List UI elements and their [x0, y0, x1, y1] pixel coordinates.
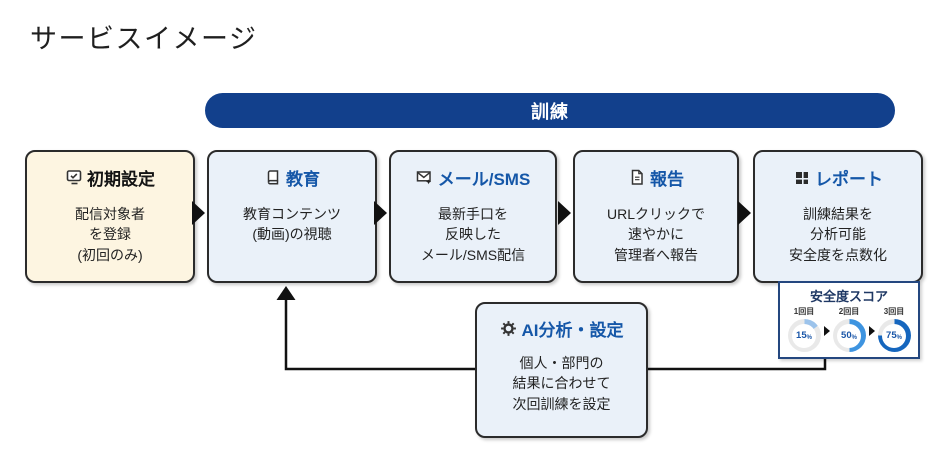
- safety-score-card: 安全度スコア 1回目 15% 2回目 50% 3回目 75%: [778, 281, 920, 359]
- flow-box-report: 報告 URLクリックで 速やかに 管理者へ報告: [573, 150, 739, 283]
- donut-chart-3: 75%: [877, 319, 911, 352]
- book-icon: [264, 169, 282, 187]
- flow-box-title: 教育: [286, 170, 320, 189]
- ai-analysis-settings-box: AI分析・設定 個人・部門の 結果に合わせて 次回訓練を設定: [475, 302, 648, 438]
- flow-box-title: 報告: [650, 170, 684, 189]
- donut-label: 3回目: [883, 307, 905, 316]
- flow-box-body: 訓練結果を 分析可能 安全度を点数化: [789, 206, 887, 263]
- flow-box-title-row: 初期設定: [65, 165, 155, 190]
- next-step-arrow-icon: [738, 201, 751, 225]
- flow-box-title: レポート: [815, 170, 883, 189]
- flow-box-title-row: メール/SMS: [416, 165, 531, 190]
- flow-box-education: 教育 教育コンテンツ (動画)の視聴: [207, 150, 377, 283]
- flow-box-title: 初期設定: [87, 170, 155, 189]
- donut-chart-2: 50%: [832, 319, 866, 352]
- donut-chart-1: 15%: [787, 319, 821, 352]
- arrow-up-icon: [276, 286, 296, 300]
- safety-score-row: 1回目 15% 2回目 50% 3回目 75%: [786, 306, 913, 352]
- flow-box-title-row: レポート: [793, 165, 883, 190]
- next-step-arrow-icon: [558, 201, 571, 225]
- safety-score-title: 安全度スコア: [809, 289, 888, 304]
- flow-box-body: URLクリックで 速やかに 管理者へ報告: [606, 206, 705, 263]
- flow-box-body: 配信対象者 を登録 (初回のみ): [75, 206, 145, 263]
- mail-new-icon: [416, 169, 434, 187]
- flow-box-initial-setup: 初期設定 配信対象者 を登録 (初回のみ): [25, 150, 195, 283]
- donut-group-2: 2回目 50%: [831, 306, 868, 352]
- flow-box-title-row: 報告: [628, 165, 684, 190]
- flow-box-body: 教育コンテンツ (動画)の視聴: [243, 206, 341, 243]
- flow-box-title: メール/SMS: [437, 170, 531, 189]
- score-arrow-icon: [868, 326, 875, 336]
- donut-label: 2回目: [838, 307, 860, 316]
- flow-box-analysis-report: レポート 訓練結果を 分析可能 安全度を点数化: [753, 150, 923, 283]
- training-banner: 訓練: [205, 93, 895, 128]
- gear-icon: [500, 320, 518, 338]
- flow-box-title-row: 教育: [264, 165, 320, 190]
- ai-box-title-row: AI分析・設定: [500, 316, 624, 341]
- donut-group-1: 1回目 15%: [786, 306, 823, 352]
- donut-value: 75%: [886, 330, 902, 341]
- score-arrow-icon: [823, 326, 830, 336]
- monitor-check-icon: [65, 169, 83, 187]
- next-step-arrow-icon: [192, 201, 205, 225]
- document-icon: [628, 169, 646, 187]
- flow-box-mail-sms: メール/SMS 最新手口を 反映した メール/SMS配信: [389, 150, 557, 283]
- grid-icon: [793, 169, 811, 187]
- donut-value: 15%: [796, 330, 812, 341]
- donut-value: 50%: [841, 330, 857, 341]
- page-title: サービスイメージ: [30, 24, 258, 54]
- ai-box-title: AI分析・設定: [521, 321, 624, 340]
- ai-box-body: 個人・部門の 結果に合わせて 次回訓練を設定: [512, 355, 611, 412]
- donut-group-3: 3回目 75%: [876, 306, 913, 352]
- next-step-arrow-icon: [374, 201, 387, 225]
- donut-label: 1回目: [793, 307, 815, 316]
- flow-box-body: 最新手口を 反映した メール/SMS配信: [420, 206, 526, 263]
